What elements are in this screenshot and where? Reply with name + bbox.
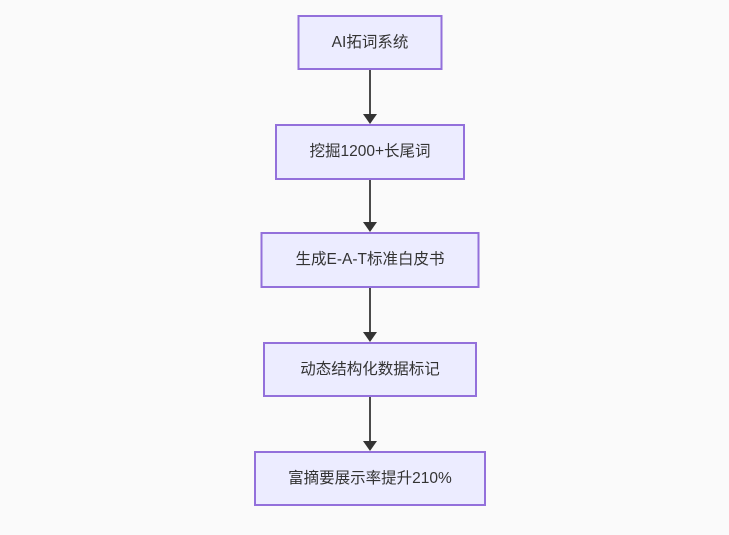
flow-node-label: 挖掘1200+长尾词 xyxy=(309,143,431,161)
flow-edge-4 xyxy=(363,397,377,451)
flow-node-longtail-mining: 挖掘1200+长尾词 xyxy=(275,124,465,180)
arrow-down-icon xyxy=(363,222,377,232)
edge-line xyxy=(369,70,371,115)
arrow-down-icon xyxy=(363,114,377,124)
flow-edge-2 xyxy=(363,180,377,232)
flow-node-label: 生成E-A-T标准白皮书 xyxy=(295,251,445,269)
edge-line xyxy=(369,288,371,333)
flow-node-ai-keyword-system: AI拓词系统 xyxy=(297,15,443,70)
flow-node-label: 富摘要展示率提升210% xyxy=(288,469,452,487)
flow-node-label: AI拓词系统 xyxy=(331,33,409,51)
flow-edge-1 xyxy=(363,70,377,124)
flow-node-label: 动态结构化数据标记 xyxy=(300,360,440,378)
arrow-down-icon xyxy=(363,441,377,451)
arrow-down-icon xyxy=(363,332,377,342)
flow-edge-3 xyxy=(363,288,377,342)
flow-node-structured-data-markup: 动态结构化数据标记 xyxy=(263,342,477,397)
edge-line xyxy=(369,397,371,442)
flow-node-eat-whitepaper: 生成E-A-T标准白皮书 xyxy=(260,232,480,288)
flow-node-rich-snippet-result: 富摘要展示率提升210% xyxy=(254,451,486,506)
edge-line xyxy=(369,180,371,223)
